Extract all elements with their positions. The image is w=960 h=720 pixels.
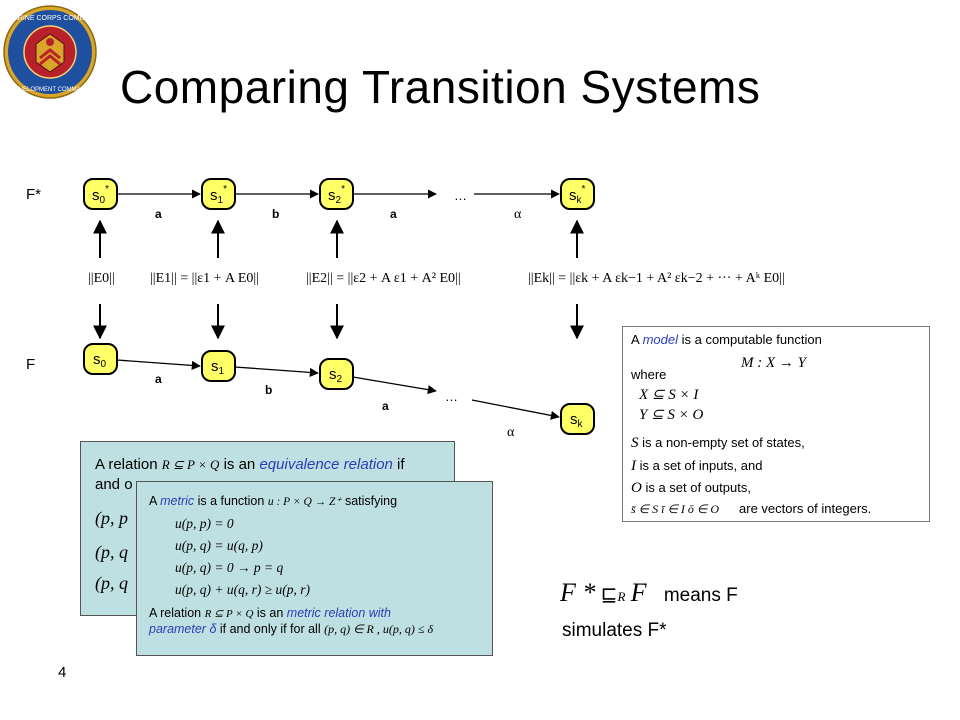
equivalence-symmetric: (p, q xyxy=(95,542,128,562)
row-label-fstar: F* xyxy=(26,186,41,203)
metric-definition: A metric is a function u : P × Q → Z⁺ sa… xyxy=(149,494,398,508)
state-fstar-s2: s2* xyxy=(328,184,345,206)
error-norm-k: ||Ek|| = ||εk + A εk−1 + A² εk−2 + ··· +… xyxy=(528,271,785,286)
equivalence-reflexive: (p, p xyxy=(95,508,128,528)
model-definition-box: A model is a computable function M : X →… xyxy=(622,326,930,522)
seal-top-text: MARINE CORPS COMBAT xyxy=(7,15,93,22)
simulation-statement: F * ⊑R F means F xyxy=(560,578,738,607)
model-inputs-def: I is a set of inputs, and xyxy=(631,458,763,474)
f-states xyxy=(83,343,595,435)
simulation-statement-cont: simulates F* xyxy=(562,620,667,641)
error-norm-0: ||E0|| xyxy=(88,271,115,286)
slide-number: 4 xyxy=(58,664,67,681)
metric-axiom-triangle: u(p, q) + u(q, r) ≥ u(p, r) xyxy=(175,582,310,597)
equivalence-definition: A relation R ⊆ P × Q is an equivalence r… xyxy=(95,456,405,473)
model-x-def: X ⊆ S × I xyxy=(639,387,699,403)
metric-relation-line2: parameter δ if and only if for all (p, q… xyxy=(149,622,434,636)
metric-definition-box: A metric is a function u : P × Q → Z⁺ sa… xyxy=(136,481,493,656)
usmc-seal-logo: MARINE CORPS COMBAT DEVELOPMENT COMMAND xyxy=(3,5,97,99)
metric-axiom-identity: u(p, p) = 0 xyxy=(175,516,234,531)
model-states-def: S is a non-empty set of states, xyxy=(631,435,805,451)
edge-label-f-a1: a xyxy=(155,372,162,386)
equivalence-transitive: (p, q xyxy=(95,573,128,593)
ellipsis-fstar: … xyxy=(454,188,467,203)
model-outputs-def: O is a set of outputs, xyxy=(631,480,751,496)
row-label-f: F xyxy=(26,356,35,373)
edge-label-fstar-b: b xyxy=(272,207,279,221)
model-intro: A model is a computable function xyxy=(631,332,822,347)
state-fstar-s1: s1* xyxy=(210,184,227,206)
error-norm-2: ||E2|| = ||ε2 + A ε1 + A² E0|| xyxy=(306,271,461,286)
edge-f-0-1 xyxy=(116,359,201,370)
edge-label-f-alpha: α xyxy=(507,425,515,440)
error-norm-1: ||E1|| = ||ε1 + A E0|| xyxy=(150,271,259,286)
edge-label-fstar-alpha: α xyxy=(514,207,522,222)
edge-f-1-2 xyxy=(234,366,319,377)
seal-bottom-text: DEVELOPMENT COMMAND xyxy=(11,87,90,93)
model-y-def: Y ⊆ S × O xyxy=(639,407,704,423)
metric-relation-line1: A relation R ⊆ P × Q is an metric relati… xyxy=(149,606,391,620)
state-fstar-sk: sk* xyxy=(569,184,586,206)
state-fstar-s0: s0* xyxy=(92,184,109,206)
model-signature: M : X → Y xyxy=(741,355,806,371)
edge-label-f-b: b xyxy=(265,383,272,397)
edge-label-f-a2: a xyxy=(382,399,389,413)
metric-axiom-symmetry: u(p, q) = u(q, p) xyxy=(175,538,263,553)
edge-f-2-dots xyxy=(352,376,437,395)
edge-label-fstar-a2: a xyxy=(390,207,397,221)
ellipsis-f: … xyxy=(445,389,458,404)
slide-title: Comparing Transition Systems xyxy=(120,61,761,113)
metric-axiom-zero: u(p, q) = 0 → p = q xyxy=(175,560,284,575)
model-where: where xyxy=(631,367,667,382)
edge-f-dots-k xyxy=(471,399,560,420)
equivalence-line2: and o xyxy=(95,476,133,493)
edge-label-fstar-a1: a xyxy=(155,207,162,221)
